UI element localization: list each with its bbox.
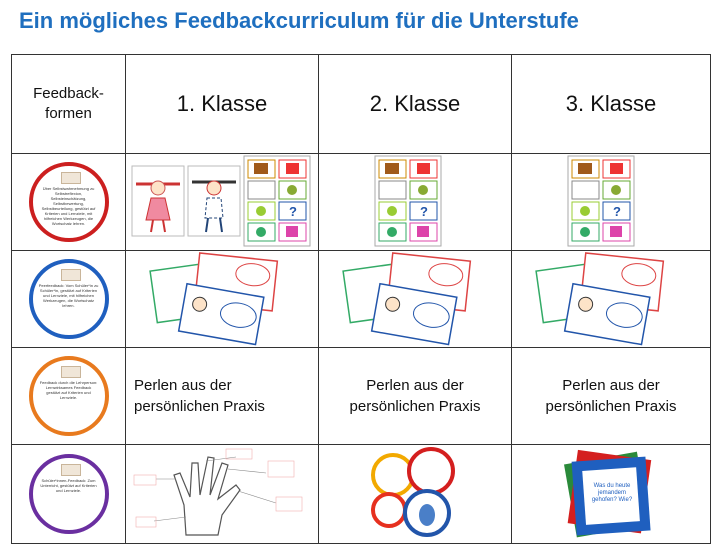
- cell-r1-k2: ?: [318, 153, 512, 251]
- badge-cell: Peerfeedback: Vom Schüler*in zu Schüler*…: [11, 250, 126, 348]
- cell-r2-k3: [511, 250, 711, 348]
- feedback-circles: [371, 447, 455, 537]
- weightlifter-illustration: ?: [131, 155, 311, 247]
- speech-bubble-cards: [535, 252, 665, 346]
- cell-r4-k3: Was du heute jemandem gehofen? Wie?: [511, 444, 711, 544]
- praxis-text: Perlen aus der persönlichen Praxis: [545, 377, 677, 415]
- row-lehrperson: Feedback durch die Lehrperson: Lernwirks…: [11, 347, 711, 445]
- badge-circle: Schüler*innen-Feedback: Zum Unterricht, …: [28, 454, 109, 534]
- page-title: Ein mögliches Feedbackcurriculum für die…: [19, 8, 579, 33]
- badge-cell: Feedback durch die Lehrperson: Lernwirks…: [11, 347, 126, 445]
- badge-text: Über Selbstwahrnehmung zu Selbstreflexio…: [41, 186, 96, 226]
- badge-image-icon: [60, 464, 81, 476]
- icon-card-grid: ?: [374, 155, 442, 247]
- cell-r2-k1: [125, 250, 319, 348]
- cell-r1-k1: ?: [125, 153, 319, 251]
- badge-cell: Über Selbstwahrnehmung zu Selbstreflexio…: [11, 153, 126, 251]
- header-klasse-3: 3. Klasse: [511, 54, 711, 154]
- header-row: Feedback- formen 1. Klasse 2. Klasse 3. …: [11, 54, 711, 154]
- row-peerfeedback: Peerfeedback: Vom Schüler*in zu Schüler*…: [11, 250, 711, 348]
- praxis-text: Perlen aus der persönlichen Praxis: [349, 377, 481, 415]
- praxis-text: Perlen aus der persönlichen Praxis: [134, 377, 265, 415]
- icon-card-grid: ?: [567, 155, 635, 247]
- cell-r3-k2: Perlen aus der persönlichen Praxis: [318, 347, 512, 445]
- badge-circle: Über Selbstwahrnehmung zu Selbstreflexio…: [28, 162, 109, 242]
- card-question-text: Was du heute jemandem gehofen? Wie?: [591, 483, 633, 503]
- cell-r3-k3: Perlen aus der persönlichen Praxis: [511, 347, 711, 445]
- speech-bubble-cards: [149, 252, 279, 346]
- curriculum-table: Feedback- formen 1. Klasse 2. Klasse 3. …: [11, 54, 711, 544]
- cell-r1-k3: ?: [511, 153, 711, 251]
- forms-label: Feedback- formen: [33, 85, 104, 122]
- cell-r4-k2: [318, 444, 512, 544]
- dotted-square-cards: [564, 449, 652, 538]
- badge-image-icon: [60, 269, 81, 281]
- header-forms-cell: Feedback- formen: [11, 54, 126, 154]
- header-klasse-2: 2. Klasse: [318, 54, 512, 154]
- speech-bubble-cards: [342, 252, 472, 346]
- badge-text: Feedback durch die Lehrperson: Lernwirks…: [39, 380, 98, 400]
- badge-image-icon: [60, 366, 81, 378]
- cell-r4-k1: [125, 444, 319, 544]
- svg-text:?: ?: [289, 204, 297, 219]
- cell-r3-k1: Perlen aus der persönlichen Praxis: [125, 347, 319, 445]
- klasse-2-label: 2. Klasse: [369, 91, 461, 116]
- badge-cell: Schüler*innen-Feedback: Zum Unterricht, …: [11, 444, 126, 544]
- cell-r2-k2: [318, 250, 512, 348]
- klasse-3-label: 3. Klasse: [565, 91, 657, 116]
- row-selbstwahrnehmung: Über Selbstwahrnehmung zu Selbstreflexio…: [11, 153, 711, 251]
- header-klasse-1: 1. Klasse: [125, 54, 319, 154]
- badge-text: Peerfeedback: Vom Schüler*in zu Schüler*…: [38, 283, 99, 308]
- row-schuelerfeedback: Schüler*innen-Feedback: Zum Unterricht, …: [11, 444, 711, 544]
- badge-text: Schüler*innen-Feedback: Zum Unterricht, …: [40, 478, 97, 493]
- svg-text:?: ?: [613, 204, 621, 219]
- svg-text:?: ?: [420, 204, 428, 219]
- hand-diagram: [133, 448, 303, 536]
- icon-card-grid: ?: [243, 155, 311, 247]
- klasse-1-label: 1. Klasse: [176, 91, 268, 116]
- badge-circle: Peerfeedback: Vom Schüler*in zu Schüler*…: [28, 259, 109, 339]
- badge-image-icon: [60, 172, 81, 184]
- badge-circle: Feedback durch die Lehrperson: Lernwirks…: [28, 356, 109, 436]
